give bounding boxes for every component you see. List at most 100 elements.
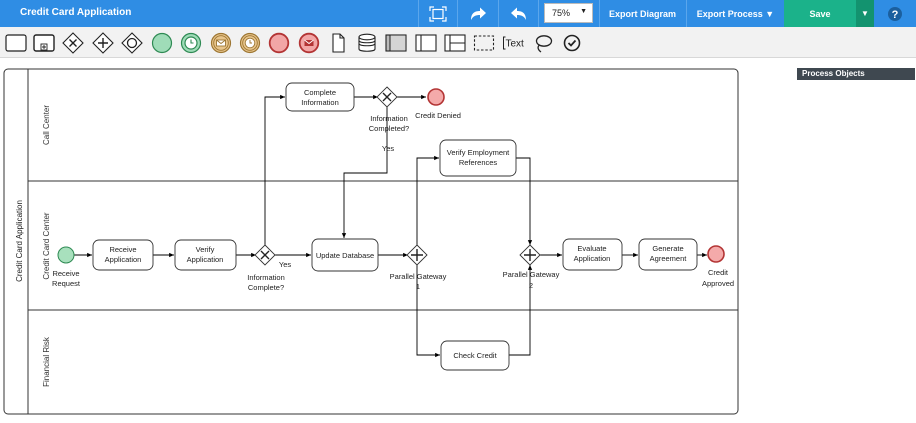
svg-text:2: 2	[529, 281, 533, 290]
palette-inclusive-gateway[interactable]	[121, 32, 143, 54]
gateway-parallel-2[interactable]: Parallel Gateway 2	[503, 244, 560, 290]
save-options-button[interactable]: ▼	[856, 0, 874, 27]
help-button[interactable]: ?	[880, 3, 910, 24]
export-process-button[interactable]: Export Process ▼	[686, 0, 784, 27]
svg-text:Application: Application	[105, 255, 142, 264]
palette-exclusive-gateway[interactable]	[62, 32, 84, 54]
zoom-select[interactable]: 75% ▼	[544, 3, 593, 23]
svg-text:?: ?	[892, 9, 899, 21]
lane-label: Credit Card Center	[42, 212, 51, 279]
svg-text:Completed?: Completed?	[369, 124, 409, 133]
undo-button[interactable]	[498, 0, 538, 27]
svg-text:Credit Denied: Credit Denied	[415, 111, 461, 120]
palette-parallel-gateway[interactable]	[92, 32, 114, 54]
svg-text:Parallel Gateway: Parallel Gateway	[390, 272, 447, 281]
svg-text:Request: Request	[52, 279, 81, 288]
export-diagram-button[interactable]: Export Diagram	[599, 0, 685, 27]
lane-divider-icon	[444, 34, 466, 52]
end-event-icon	[268, 32, 290, 54]
palette-data-object[interactable]	[327, 32, 349, 54]
task-receive-application[interactable]: Receive Application	[92, 239, 154, 271]
svg-text:Update Database: Update Database	[316, 251, 374, 260]
inclusive-gateway-icon	[121, 32, 143, 54]
lane-call-center[interactable]: Call Center	[42, 105, 51, 145]
svg-text:Receive: Receive	[52, 269, 79, 278]
undo-icon	[510, 7, 526, 20]
palette-group[interactable]	[473, 32, 495, 54]
svg-text:Verify Employment: Verify Employment	[447, 148, 510, 157]
svg-text:Information: Information	[247, 273, 285, 282]
palette-start-event[interactable]	[151, 32, 173, 54]
palette-lane[interactable]	[415, 32, 437, 54]
palette-lasso[interactable]	[532, 32, 554, 54]
save-button[interactable]: Save	[784, 0, 856, 27]
sequence-flows	[74, 94, 707, 358]
svg-text:Receive: Receive	[109, 245, 136, 254]
svg-text:Agreement: Agreement	[650, 254, 688, 263]
end-event-credit-approved[interactable]: Credit Approved	[702, 245, 734, 288]
svg-text:Complete: Complete	[304, 88, 336, 97]
palette-text-annotation[interactable]: Text	[502, 32, 526, 54]
pool-icon	[385, 34, 407, 52]
task-generate-agreement[interactable]: Generate Agreement	[638, 238, 698, 271]
svg-text:Information: Information	[370, 114, 408, 123]
palette-validate[interactable]	[561, 32, 583, 54]
svg-text:Application: Application	[187, 255, 224, 264]
chevron-down-icon: ▼	[580, 8, 587, 15]
timer-event-icon	[180, 32, 202, 54]
svg-text:1: 1	[416, 282, 420, 291]
palette-task[interactable]	[5, 32, 27, 54]
lane-financial-risk[interactable]: Financial Risk	[42, 336, 51, 387]
task-shape-icon	[5, 34, 27, 52]
help-icon: ?	[888, 6, 902, 21]
start-event-icon	[151, 32, 173, 54]
flow-arrow	[416, 264, 440, 358]
end-event-credit-denied[interactable]: Credit Denied	[415, 88, 461, 120]
palette-message-intermediate-event[interactable]	[210, 32, 232, 54]
flow-arrow	[341, 106, 388, 238]
palette-lane-divider[interactable]	[444, 32, 466, 54]
flow-label-yes: Yes	[382, 144, 394, 153]
gateway-parallel-1[interactable]: Parallel Gateway 1	[390, 244, 447, 291]
group-icon	[473, 35, 495, 51]
redo-button[interactable]	[457, 0, 497, 27]
fit-to-screen-button[interactable]	[418, 0, 456, 27]
palette-subprocess[interactable]	[33, 32, 55, 54]
palette-toolbar: Text	[0, 27, 916, 58]
chevron-down-icon: ▼	[861, 9, 869, 18]
lane-label: Financial Risk	[42, 336, 51, 387]
palette-timer-intermediate-event[interactable]	[239, 32, 261, 54]
task-update-database[interactable]: Update Database	[311, 238, 379, 272]
palette-end-event[interactable]	[268, 32, 290, 54]
timer-intermediate-event-icon	[239, 32, 261, 54]
svg-text:Evaluate: Evaluate	[577, 244, 606, 253]
task-check-credit[interactable]: Check Credit	[440, 340, 510, 371]
pool-label: Credit Card Application	[15, 200, 24, 282]
parallel-gateway-icon	[92, 32, 114, 54]
start-event-receive-request[interactable]: Receive Request	[52, 246, 81, 288]
lane-credit-card-center[interactable]: Credit Card Center	[42, 212, 51, 279]
task-verify-application[interactable]: Verify Application	[174, 239, 237, 271]
task-verify-employment-references[interactable]: Verify Employment References	[439, 139, 517, 177]
gateway-information-completed[interactable]: Information Completed?	[369, 86, 409, 133]
svg-text:Information: Information	[301, 98, 339, 107]
palette-pool[interactable]	[385, 32, 407, 54]
flow-arrow	[516, 157, 533, 245]
svg-text:Complete?: Complete?	[248, 283, 284, 292]
text-annotation-icon: Text	[503, 36, 524, 50]
fit-screen-icon	[428, 5, 447, 22]
zoom-value: 75%	[552, 8, 571, 18]
palette-timer-start-event[interactable]	[180, 32, 202, 54]
flow-arrow	[264, 94, 285, 246]
gateway-information-complete[interactable]: Information Complete?	[247, 244, 285, 292]
exclusive-gateway-icon	[62, 32, 84, 54]
palette-message-end-event[interactable]	[298, 32, 320, 54]
svg-text:Application: Application	[574, 254, 611, 263]
svg-text:Check Credit: Check Credit	[453, 351, 497, 360]
svg-text:Verify: Verify	[196, 245, 215, 254]
task-evaluate-application[interactable]: Evaluate Application	[562, 238, 623, 271]
message-end-event-icon	[298, 32, 320, 54]
palette-data-store[interactable]	[356, 32, 378, 54]
message-event-icon	[210, 32, 232, 54]
task-complete-information[interactable]: Complete Information	[285, 82, 355, 112]
